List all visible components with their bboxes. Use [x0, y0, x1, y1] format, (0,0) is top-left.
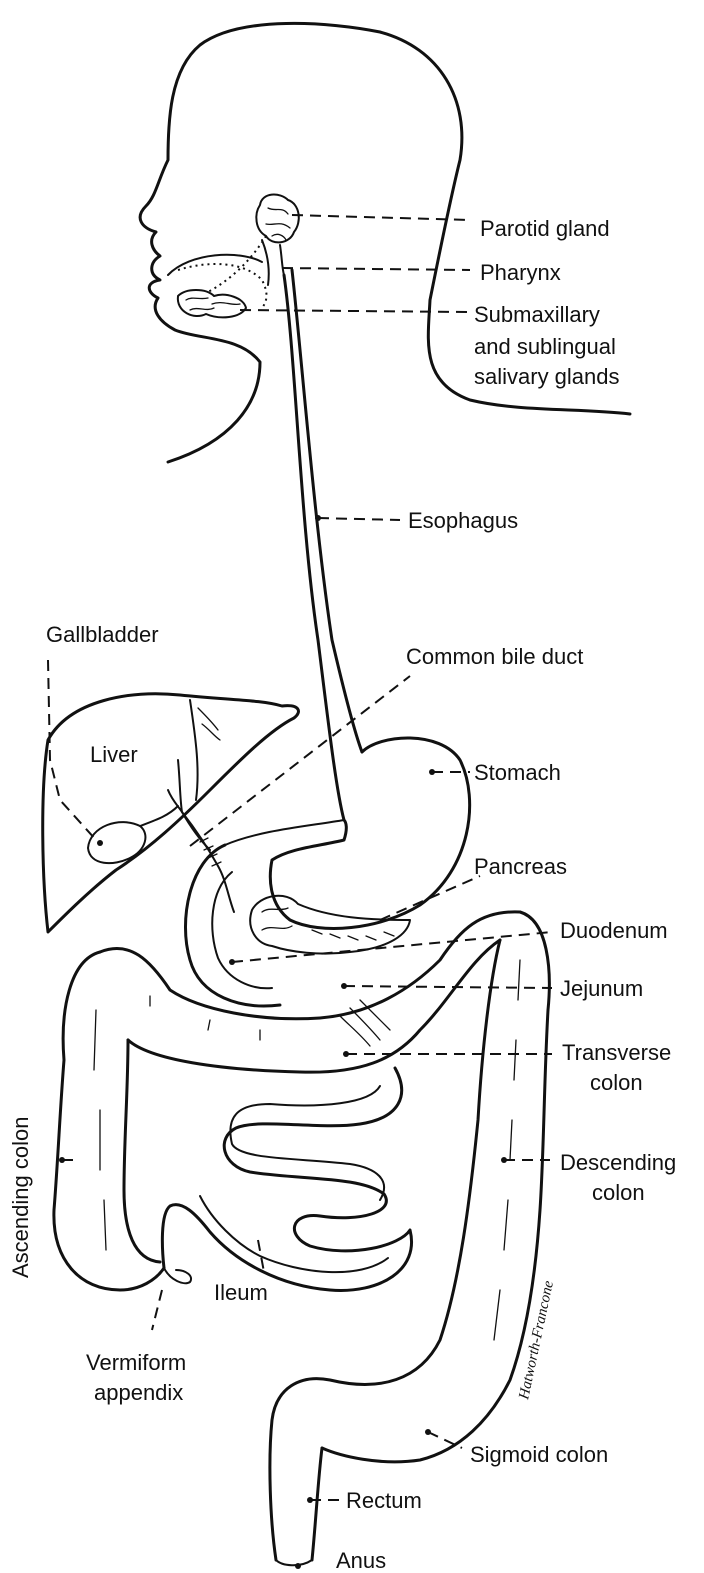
descending-colon-right	[322, 912, 549, 1462]
label-duodenum: Duodenum	[560, 918, 668, 943]
parotid-gland-shape	[256, 195, 298, 243]
duodenum-shape	[185, 845, 280, 1006]
ascending-colon-left	[54, 952, 164, 1290]
label-pancreas: Pancreas	[474, 854, 567, 879]
label-submaxillary-line2: and sublingual	[474, 334, 616, 359]
label-sigmoid-colon: Sigmoid colon	[470, 1442, 608, 1467]
stomach-inner-curve	[225, 820, 344, 845]
esophagus-left-wall	[284, 275, 344, 820]
label-descending-colon-line1: Descending	[560, 1150, 676, 1175]
ileum-loops	[162, 1068, 411, 1290]
descending-colon-left	[270, 940, 500, 1560]
ileum-inner	[200, 1086, 388, 1272]
label-parotid-gland: Parotid gland	[480, 216, 610, 241]
label-vermiform-appendix-line1: Vermiform	[86, 1350, 186, 1375]
label-vermiform-appendix-line2: appendix	[94, 1380, 183, 1405]
rectum-shape	[312, 1448, 322, 1560]
label-ileum: Ileum	[214, 1280, 268, 1305]
label-common-bile-duct: Common bile duct	[406, 644, 583, 669]
label-descending-colon-line2: colon	[592, 1180, 645, 1205]
stomach-shape	[270, 738, 469, 928]
label-submaxillary-line3: salivary glands	[474, 364, 620, 389]
pharynx-shape	[262, 240, 284, 285]
label-gallbladder: Gallbladder	[46, 622, 159, 647]
anus-shape	[276, 1560, 312, 1565]
liver-fissure	[190, 700, 198, 800]
label-esophagus: Esophagus	[408, 508, 518, 533]
transverse-colon-bottom	[128, 940, 500, 1072]
label-rectum: Rectum	[346, 1488, 422, 1513]
label-stomach: Stomach	[474, 760, 561, 785]
label-liver: Liver	[90, 742, 138, 767]
label-jejunum: Jejunum	[560, 976, 643, 1001]
ascending-colon-right	[124, 1040, 160, 1262]
label-transverse-colon-line1: Transverse	[562, 1040, 671, 1065]
label-points	[59, 515, 507, 1569]
label-anus: Anus	[336, 1548, 386, 1573]
label-submaxillary-line1: Submaxillary	[474, 302, 600, 327]
label-pharynx: Pharynx	[480, 260, 561, 285]
parotid-duct	[208, 236, 266, 292]
label-transverse-colon-line2: colon	[590, 1070, 643, 1095]
label-ascending-colon: Ascending colon	[8, 1117, 33, 1278]
pancreas-shape	[250, 896, 410, 954]
appendix-shape	[164, 1268, 191, 1283]
head-outline	[140, 23, 630, 462]
palate-dotted	[178, 264, 267, 308]
